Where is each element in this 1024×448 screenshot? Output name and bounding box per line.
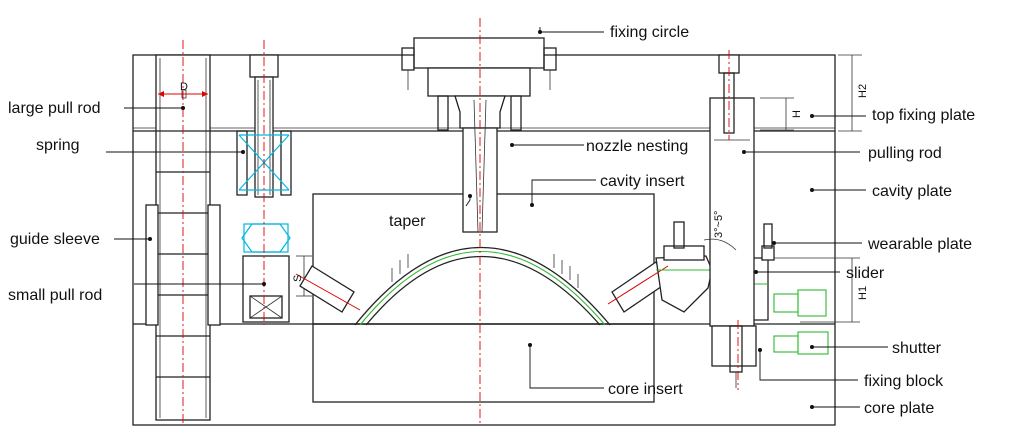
label-core-plate: core plate xyxy=(864,400,934,417)
label-taper: taper xyxy=(389,213,426,230)
centerlines xyxy=(182,18,739,425)
label-fixing-block: fixing block xyxy=(864,373,944,390)
dim-h1: H1 xyxy=(857,286,869,300)
label-wearable-plate: wearable plate xyxy=(867,236,972,253)
dimension-lines xyxy=(703,54,862,323)
fixing-circle-shape xyxy=(401,37,557,131)
label-small-pull-rod: small pull rod xyxy=(8,287,102,304)
small-pull-rod-shape xyxy=(241,223,312,323)
wearable-plate-shape xyxy=(663,221,775,261)
dim-h: H xyxy=(791,110,803,118)
label-spring: spring xyxy=(36,137,80,154)
pulling-rod-shape xyxy=(709,54,755,327)
label-pulling-rod: pulling rod xyxy=(868,145,942,162)
dim-s: S xyxy=(292,275,304,282)
dim-d: D xyxy=(180,81,188,93)
leader-lines xyxy=(106,27,888,409)
shutter-shape xyxy=(773,289,829,355)
label-top-fixing-plate: top fixing plate xyxy=(872,107,975,124)
label-shutter: shutter xyxy=(892,340,942,357)
dim-h2: H2 xyxy=(857,84,869,98)
fixing-block-shape xyxy=(711,325,757,388)
dome-part xyxy=(354,247,611,326)
guide-sleeve-shape xyxy=(145,204,221,326)
label-guide-sleeve: guide sleeve xyxy=(10,231,100,248)
dim-angle: 3°~5° xyxy=(713,211,725,238)
label-cavity-plate: cavity plate xyxy=(872,183,952,200)
label-nozzle-nesting: nozzle nesting xyxy=(586,138,688,155)
label-slider: slider xyxy=(846,265,885,282)
label-large-pull-rod: large pull rod xyxy=(8,100,101,117)
left-side-core xyxy=(295,265,361,313)
label-fixing-circle: fixing circle xyxy=(610,24,689,41)
label-core-insert: core insert xyxy=(608,381,683,398)
label-cavity-insert: cavity insert xyxy=(600,173,685,190)
